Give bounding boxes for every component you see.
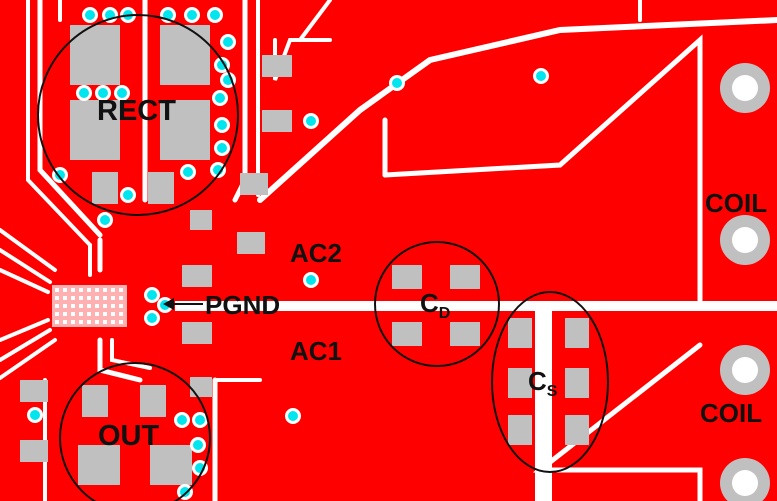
cd-label: CD [420, 290, 450, 322]
ac1-label: AC1 [290, 336, 343, 366]
out-outline [59, 362, 211, 501]
pgnd-label: PGND [205, 290, 281, 320]
cd-label-main: C [420, 288, 439, 318]
rect-outline [37, 14, 239, 216]
rect-label: RECT [97, 95, 176, 127]
cs-label-sub: S [546, 383, 558, 400]
pads [20, 25, 589, 485]
coil-bottom-label: COIL [700, 398, 763, 428]
ic-thermal-grid [55, 288, 123, 324]
cs-label: CS [528, 368, 557, 400]
coil-top-label: COIL [705, 188, 768, 218]
pgnd-arrow [163, 298, 203, 310]
ac2-label: AC2 [290, 238, 343, 268]
coil-through-holes [720, 63, 770, 501]
cs-label-main: C [528, 366, 547, 396]
cs-outline [491, 291, 609, 473]
cd-outline [374, 241, 500, 367]
cd-label-sub: D [438, 305, 451, 322]
out-label: OUT [98, 420, 160, 452]
component-outlines [37, 14, 609, 501]
ac-separation-gap [175, 301, 777, 311]
cs-gap [535, 310, 552, 501]
